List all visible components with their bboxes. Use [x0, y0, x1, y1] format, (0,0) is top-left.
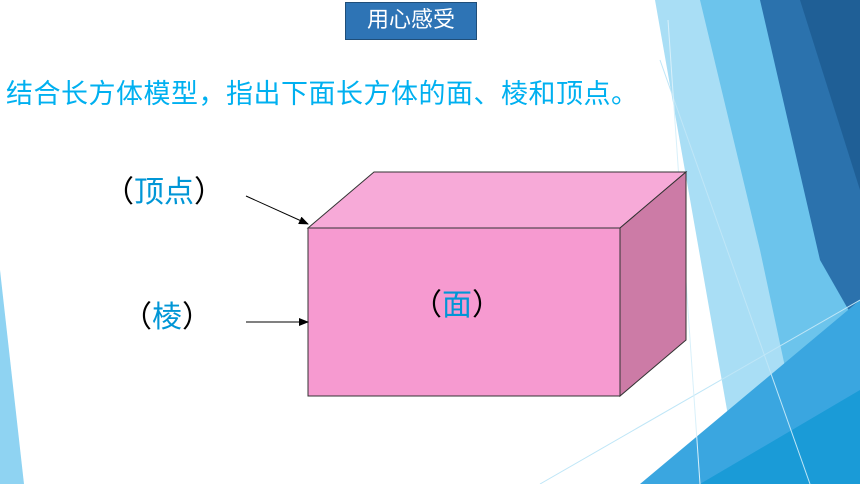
edge-label: （棱）: [122, 292, 212, 336]
vertex-label: （顶点）: [104, 167, 224, 211]
bottom-right-light-shape: [700, 390, 860, 484]
vertex-arrow: [245, 195, 309, 225]
decor-line: [659, 59, 811, 484]
face-label-open: （: [412, 288, 442, 323]
vertex-label-word: 顶点: [134, 175, 194, 210]
decor-line: [539, 299, 860, 484]
left-edge-stripe: [0, 270, 24, 484]
vertex-label-close: ）: [194, 175, 224, 210]
cuboid-front-face: [307, 227, 621, 397]
right-deep-shape: [800, 0, 860, 190]
edge-label-open: （: [122, 300, 152, 335]
face-label: （面）: [412, 280, 502, 324]
vertex-label-open: （: [104, 175, 134, 210]
edge-label-word: 棱: [152, 300, 182, 335]
face-label-word: 面: [442, 288, 472, 323]
instruction-text: 结合长方体模型，指出下面长方体的面、棱和顶点。: [6, 79, 639, 110]
face-label-close: ）: [472, 288, 502, 323]
slide-title: 用心感受: [345, 2, 477, 40]
edge-label-close: ）: [182, 300, 212, 335]
